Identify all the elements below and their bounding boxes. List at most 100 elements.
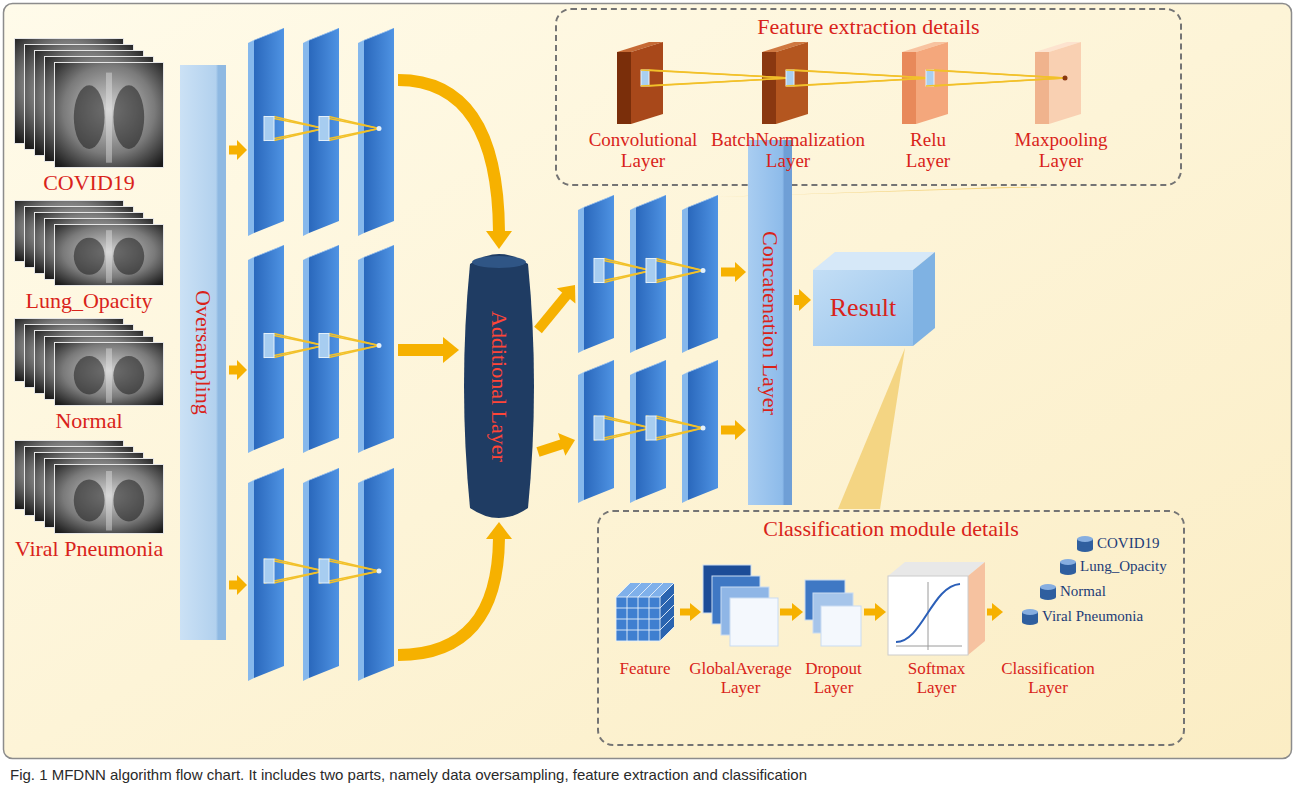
kernel-ray: [329, 334, 379, 346]
layer-slab-edge: [358, 40, 364, 236]
box-side: [968, 562, 985, 655]
cylinder-base: [1060, 569, 1076, 575]
module-label: Dropout Layer: [805, 660, 862, 697]
layer-slab-edge: [303, 480, 309, 681]
diagram-node: Result: [813, 252, 935, 346]
kernel-ray: [329, 117, 379, 129]
grid-line: [616, 641, 660, 642]
feature-maps: [703, 565, 778, 650]
kernel-ray: [656, 271, 703, 283]
layer-slab-top: [358, 28, 394, 43]
diagram-node: Dropout Layer: [805, 580, 862, 650]
grid-line: [616, 583, 630, 597]
arrow-shaft: [780, 609, 793, 616]
kernel: [264, 559, 274, 583]
layer-slab-top: [630, 195, 666, 210]
layer-slab-top: [682, 360, 718, 375]
flow-arrow: [864, 603, 886, 621]
kernel-ray: [649, 70, 790, 78]
flow-arrow: [794, 289, 811, 311]
layer-slab-top: [303, 28, 339, 43]
kernel-ray: [604, 428, 651, 440]
lung: [113, 85, 144, 149]
arrow-head: [486, 522, 512, 539]
layer-slab-edge: [630, 372, 636, 503]
kernel-ray: [329, 559, 379, 571]
layer-slab-edge: [358, 480, 364, 681]
grid-line: [660, 597, 661, 641]
diagram-node: Additional Layer: [462, 250, 536, 522]
feature-maps: [805, 580, 862, 650]
module-label: Classification Layer: [1001, 660, 1094, 697]
kernel-ray: [786, 78, 930, 86]
kernel-ray: [641, 70, 790, 78]
diagram-node: Convolutional Layer: [617, 40, 669, 124]
kernel: [319, 117, 329, 141]
layer-label: Convolutional Layer: [589, 130, 698, 172]
layer-slab-edge: [578, 372, 584, 503]
kernel-ray: [274, 117, 324, 129]
arrow-shaft: [721, 268, 736, 277]
cylinder-base: [1077, 546, 1093, 552]
layer-slab-top: [578, 195, 614, 210]
xray-frame: [55, 343, 164, 406]
kernel-ray: [274, 559, 324, 571]
kernel-point: [701, 268, 706, 273]
arrow-shaft: [538, 295, 567, 330]
cylinder-top: [1040, 584, 1056, 590]
axis: [928, 582, 929, 650]
box-top: [888, 562, 985, 576]
layer-slab-top: [358, 245, 394, 260]
grid-line: [660, 605, 674, 619]
kernel-point: [377, 126, 382, 131]
slab-front: [617, 52, 631, 124]
layer-slab-top: [303, 245, 339, 260]
spine: [106, 471, 112, 531]
figure-caption: Fig. 1 MFDNN algorithm flow chart. It in…: [10, 766, 807, 783]
kernel: [319, 559, 329, 583]
diagram-node: BatchNormalization Layer: [762, 40, 814, 124]
arrow-head: [237, 360, 247, 380]
slab-side: [1049, 42, 1081, 124]
slab-side: [631, 42, 663, 124]
arrow-head: [875, 603, 886, 621]
class-name: Viral Pneumonia: [1042, 608, 1143, 625]
class-name: Lung_Opacity: [1080, 558, 1167, 575]
xray-frame: [55, 225, 164, 286]
lung: [74, 479, 105, 521]
feature-map: [730, 598, 778, 646]
softmax-box: [888, 562, 985, 655]
arrow-head: [237, 575, 247, 595]
layer-slab-edge: [682, 372, 688, 503]
kernel: [646, 259, 656, 283]
class-name: Normal: [1060, 583, 1106, 600]
axis: [896, 646, 962, 647]
feature-cube: [612, 575, 678, 650]
lung: [74, 85, 105, 149]
kernel-ray: [641, 78, 790, 86]
grid-line: [660, 627, 674, 641]
cylinder-base: [1022, 619, 1038, 625]
module-label: Feature: [620, 660, 671, 679]
cylinder-top: [1022, 609, 1038, 615]
box-side: [913, 252, 935, 346]
arrow-shaft: [721, 426, 736, 435]
kernel-ray: [794, 78, 930, 86]
layer-slab-top: [358, 468, 394, 483]
kernel-ray: [934, 70, 1065, 78]
layer-slab-top: [248, 468, 284, 483]
xray-stack: [14, 38, 164, 168]
diagram-node: Softmax Layer: [888, 562, 985, 655]
cylinder-top: [1077, 536, 1093, 542]
xray-stack: [14, 318, 164, 406]
kernel-ray: [604, 271, 651, 283]
arrow-head: [690, 603, 701, 621]
slab-front: [902, 52, 916, 124]
cube-front: [616, 597, 660, 641]
layer-slab: [902, 40, 954, 124]
diagram-node: Oversampling: [180, 65, 226, 640]
grid-line: [616, 630, 660, 631]
kernel-ray: [926, 78, 1065, 86]
lung: [113, 479, 144, 521]
